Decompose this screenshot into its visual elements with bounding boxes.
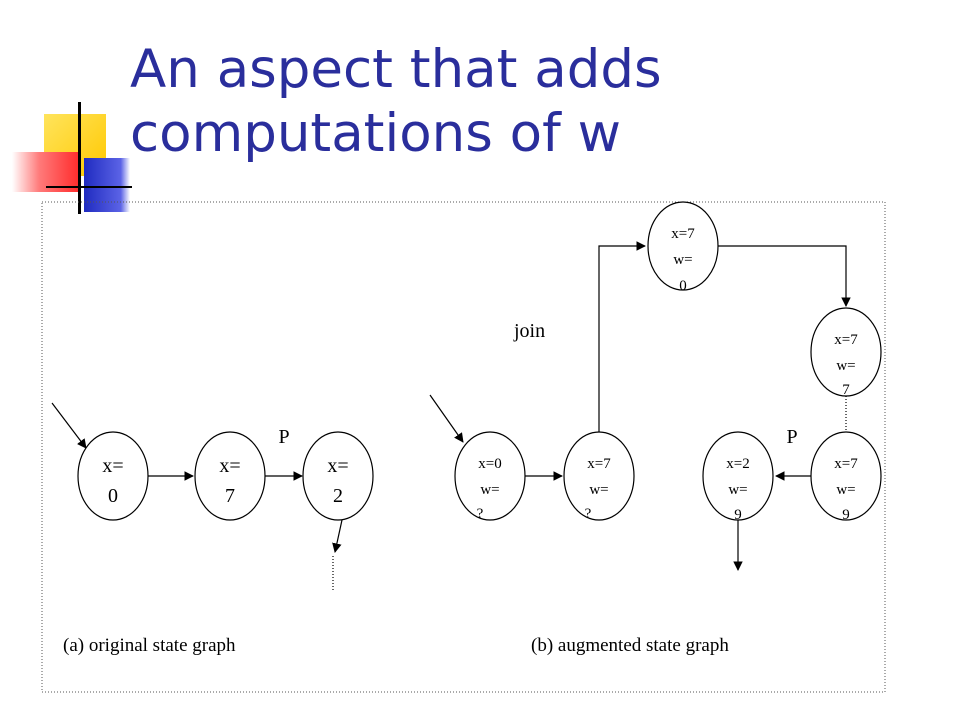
node-a1-line-1: x=: [102, 455, 123, 477]
node-b3-label: x=7 w= 0: [671, 226, 695, 294]
label-p-augmented: P: [786, 426, 797, 448]
node-b1-line-1: x=0: [478, 456, 501, 472]
edge-b3-b4: [718, 245, 851, 307]
slide-title-line-2: computations of w: [130, 103, 621, 164]
node-b6-line-1: x=2: [726, 456, 749, 472]
node-b6-line-3: 9: [734, 507, 742, 523]
node-a1-label: x= 0: [102, 455, 123, 507]
edge-entry-a: [51, 402, 87, 449]
node-b1-label: x=0 w= ?: [477, 456, 502, 522]
caption-original: (a) original state graph: [63, 635, 236, 656]
node-a1-line-2: 0: [108, 485, 118, 507]
node-b3-line-2: w=: [673, 252, 692, 268]
node-b2-line-2: w=: [589, 482, 608, 498]
edge-a3-exit: [332, 519, 343, 553]
node-a3-line-2: 2: [333, 485, 343, 507]
node-b4-line-2: w=: [836, 358, 855, 374]
logo-vertical-line: [78, 102, 81, 214]
node-b3-line-3: 0: [679, 278, 687, 294]
label-p-original: P: [278, 426, 289, 448]
node-b4-label: x=7 w= 7: [834, 332, 858, 398]
edge-entry-b: [429, 394, 464, 443]
slide-title: An aspect that adds computations of w: [130, 38, 930, 166]
slide-title-line-1: An aspect that adds: [130, 39, 662, 100]
node-b5-line-1: x=7: [834, 456, 858, 472]
logo-red-block: [12, 152, 80, 192]
node-b1: [454, 431, 526, 521]
node-a3-label: x= 2: [327, 455, 348, 507]
node-b6-line-2: w=: [728, 482, 747, 498]
caption-augmented: (b) augmented state graph: [531, 635, 729, 656]
node-b4-line-3: 7: [842, 382, 850, 398]
label-join: join: [513, 320, 545, 342]
node-b2-line-3: ?: [585, 506, 592, 522]
node-a3-line-1: x=: [327, 455, 348, 477]
logo-horizontal-line: [46, 186, 132, 188]
diagram-frame: [41, 201, 886, 693]
node-b5-line-3: 9: [842, 507, 850, 523]
node-b2: [563, 431, 635, 521]
logo-blue-block: [84, 158, 130, 212]
node-a2-line-2: 7: [225, 485, 235, 507]
node-b6-label: x=2 w= 9: [726, 456, 749, 523]
node-a2-line-1: x=: [219, 455, 240, 477]
node-b2-line-1: x=7: [587, 456, 611, 472]
node-b3-line-1: x=7: [671, 226, 695, 242]
node-a2-label: x= 7: [219, 455, 240, 507]
node-b1-line-2: w=: [480, 482, 499, 498]
node-b2-label: x=7 w= ?: [585, 456, 612, 522]
edge-b2-b3-join: [598, 241, 646, 432]
node-b1-line-3: ?: [477, 506, 484, 522]
node-b3: [647, 201, 719, 291]
node-b5-line-2: w=: [836, 482, 855, 498]
node-b4-line-1: x=7: [834, 332, 858, 348]
node-b5-label: x=7 w= 9: [834, 456, 858, 523]
node-a3: [302, 431, 374, 521]
